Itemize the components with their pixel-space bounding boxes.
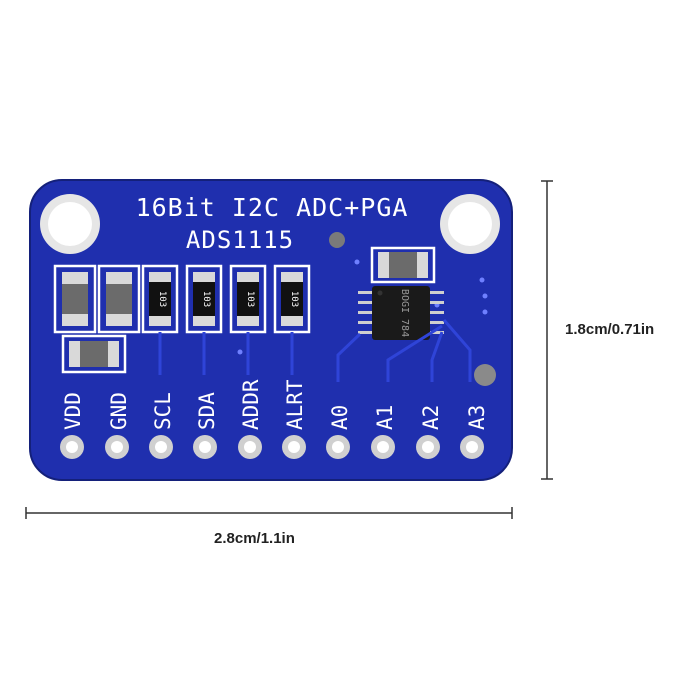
pin-label-addr: ADDR <box>239 379 263 430</box>
resistor-marking: 103 <box>245 291 255 307</box>
height-dimension-label: 1.8cm/0.71in <box>565 321 655 338</box>
mounting-hole-right <box>440 194 500 254</box>
chip-marking: BOGI 784 <box>399 289 410 337</box>
pin-hole-gnd <box>105 435 129 459</box>
header-pins <box>60 435 484 459</box>
pcb-board: 16Bit I2C ADC+PGA ADS1115 <box>29 179 513 481</box>
test-pad <box>474 364 496 386</box>
pin-hole-sda <box>193 435 217 459</box>
pin-hole-a1 <box>371 435 395 459</box>
board-title: 16Bit I2C ADC+PGA <box>136 193 409 222</box>
pin-label-a3: A3 <box>465 405 489 430</box>
pin-labels: VDD GND SCL SDA ADDR ALRT A0 A1 A2 A3 <box>61 379 489 430</box>
width-dimension-label: 2.8cm/1.1in <box>214 530 295 547</box>
pin-hole-vdd <box>60 435 84 459</box>
pin-label-a2: A2 <box>419 405 443 430</box>
pcb-body <box>30 180 512 480</box>
capacitor-c4 <box>370 246 436 284</box>
capacitor-c3 <box>61 334 127 374</box>
pin-hole-a0 <box>326 435 350 459</box>
pin-hole-addr <box>238 435 262 459</box>
copper-traces <box>158 319 472 382</box>
pin-hole-alrt <box>282 435 306 459</box>
via <box>482 293 488 299</box>
test-pad <box>329 232 345 248</box>
pin-hole-scl <box>149 435 173 459</box>
pin-label-a0: A0 <box>328 405 352 430</box>
height-dimension-line <box>541 180 553 480</box>
resistor-marking: 103 <box>157 291 167 307</box>
resistor-marking: 103 <box>201 291 211 307</box>
pin-label-gnd: GND <box>107 392 131 430</box>
via <box>354 259 360 265</box>
resistor-marking: 103 <box>289 291 299 307</box>
via <box>482 309 488 315</box>
pin-label-sda: SDA <box>195 392 219 430</box>
via <box>237 349 243 355</box>
resistor-r3: 103 <box>229 264 267 334</box>
pin-label-scl: SCL <box>151 392 175 430</box>
capacitor-c2 <box>97 264 141 334</box>
pin-hole-a2 <box>416 435 440 459</box>
board-part-number: ADS1115 <box>186 226 294 254</box>
adc-chip: BOGI 784 <box>358 286 444 340</box>
resistor-r4: 103 <box>273 264 311 334</box>
mounting-hole-left <box>40 194 100 254</box>
pin-label-vdd: VDD <box>61 392 85 430</box>
via <box>479 277 485 283</box>
width-dimension-line <box>25 507 513 519</box>
pin-label-a1: A1 <box>373 405 397 430</box>
capacitor-c1 <box>53 264 97 334</box>
pin-hole-a3 <box>460 435 484 459</box>
pin-label-alrt: ALRT <box>283 379 307 430</box>
